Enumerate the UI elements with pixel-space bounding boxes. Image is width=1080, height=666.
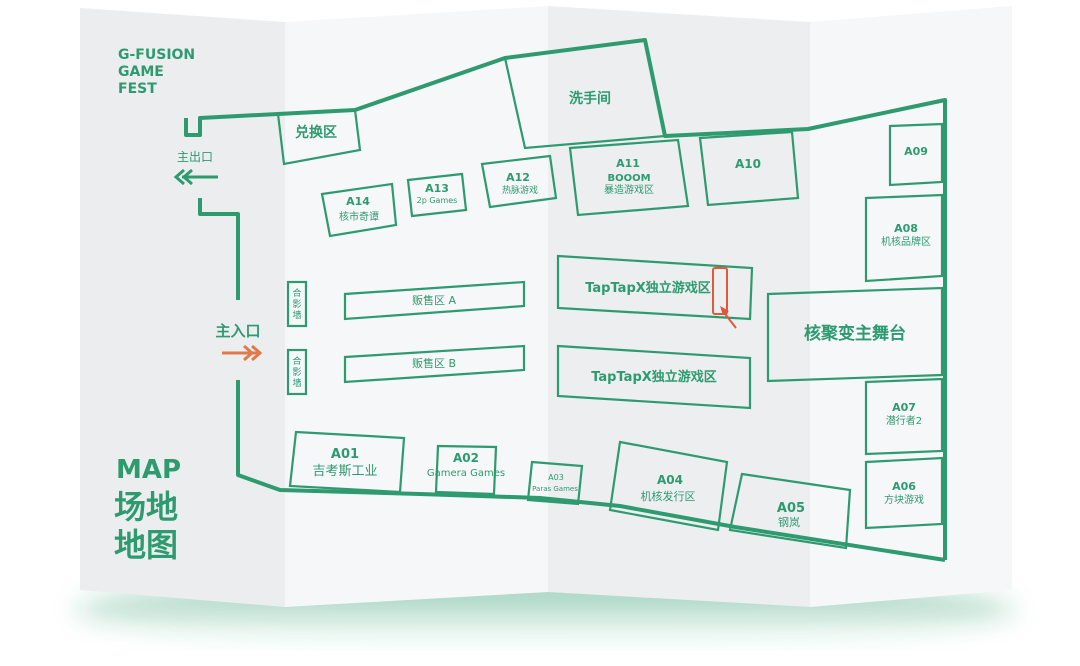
photo-wall-text: 合影墙: [292, 355, 301, 389]
sales-label: 贩售区 B: [412, 356, 456, 370]
wall-bottom: [236, 380, 946, 562]
booth-code: A11: [616, 157, 640, 170]
booth-code: A02: [453, 451, 479, 465]
taptap-zone-1[interactable]: TapTapX独立游戏区: [556, 254, 754, 321]
booth-code: A10: [735, 157, 761, 171]
booth-name: 吉考斯工业: [312, 464, 377, 479]
booth-name: 机核品牌区: [881, 235, 931, 248]
paper-panel-3: [548, 6, 810, 607]
booth-a09[interactable]: A09: [888, 122, 944, 187]
main-stage[interactable]: 核聚变主舞台: [766, 286, 944, 383]
main-entrance[interactable]: 主入口: [215, 322, 263, 362]
booth-name: 热脉游戏: [502, 184, 538, 196]
sales-label: 贩售区 A: [412, 293, 456, 307]
booth-a14[interactable]: A14 核市奇谭: [320, 182, 398, 238]
paper-panel-4: [810, 6, 1012, 607]
booth-name: Gamera Games: [427, 468, 505, 479]
sales-area-b[interactable]: 贩售区 B: [343, 344, 526, 384]
booth-a05[interactable]: A05 钢岚: [728, 472, 852, 550]
map-title-en: MAP: [116, 455, 181, 485]
brand-line-3: FEST: [118, 81, 157, 97]
booth-name: BOOOM: [607, 173, 650, 184]
taptap-label: TapTapX独立游戏区: [591, 369, 717, 385]
booth-code: A05: [777, 501, 805, 516]
photo-wall-text: 合影墙: [292, 287, 301, 321]
booth-name: Paras Games: [532, 485, 578, 493]
map-title-zh-2: 地图: [114, 526, 178, 564]
wall-left-upper: [198, 198, 240, 300]
booth-a01[interactable]: A01 吉考斯工业: [288, 430, 406, 494]
main-exit[interactable]: 主出口: [173, 150, 218, 186]
restroom[interactable]: 洗手间: [503, 38, 667, 150]
booth-a04[interactable]: A04 机核发行区: [608, 440, 729, 532]
booth-code: A01: [331, 447, 359, 462]
map-title-zh-1: 场地: [114, 488, 178, 526]
paper-panel-2: [285, 6, 548, 607]
booth-code: A07: [892, 401, 916, 414]
booth-subname: 暴造游戏区: [604, 183, 654, 196]
booth-name: 钢岚: [778, 516, 800, 529]
booth-code: A12: [506, 171, 530, 184]
booth-a12[interactable]: A12 热脉游戏: [480, 154, 558, 209]
wall-top: [184, 38, 947, 560]
booth-label: 兑换区: [295, 124, 337, 141]
booth-code: A03: [548, 473, 564, 482]
entrance-label: 主入口: [215, 322, 260, 340]
map-title: MAP 场地 地图: [114, 455, 181, 564]
brand-line-2: GAME: [118, 64, 164, 80]
main-stage-label: 核聚变主舞台: [804, 323, 906, 344]
booth-a11[interactable]: A11 BOOOM 暴造游戏区: [568, 138, 690, 217]
booth-a08[interactable]: A08 机核品牌区: [864, 193, 944, 283]
booth-exchange[interactable]: 兑换区: [276, 108, 362, 166]
booth-a06[interactable]: A06 方块游戏: [864, 456, 944, 530]
booth-a13[interactable]: A13 2p Games: [406, 172, 468, 218]
exit-label: 主出口: [177, 150, 213, 164]
booth-name: 方块游戏: [884, 493, 924, 506]
booth-name: 潜行者2: [886, 414, 922, 427]
booth-a07[interactable]: A07 潜行者2: [864, 377, 944, 456]
booth-code: A04: [657, 473, 683, 487]
booth-name: 2p Games: [417, 196, 458, 205]
taptap-label: TapTapX独立游戏区: [585, 280, 711, 296]
booth-a10[interactable]: A10: [698, 130, 800, 207]
booth-code: A13: [425, 182, 449, 195]
brand-logo: G-FUSION GAME FEST: [118, 47, 195, 97]
booth-code: A06: [892, 480, 916, 493]
booth-name: 核市奇谭: [339, 210, 379, 223]
sales-area-a[interactable]: 贩售区 A: [343, 280, 526, 321]
photo-wall-1[interactable]: 合影墙: [286, 280, 308, 328]
booth-code: A14: [346, 195, 370, 208]
taptap-zone-2[interactable]: TapTapX独立游戏区: [556, 344, 752, 410]
booth-a03[interactable]: A03 Paras Games: [526, 460, 584, 506]
booth-code: A09: [904, 145, 928, 158]
restroom-label: 洗手间: [569, 90, 611, 107]
paper-panel-1: [80, 8, 285, 607]
brand-line-1: G-FUSION: [118, 47, 195, 63]
booth-a02[interactable]: A02 Gamera Games: [427, 444, 505, 496]
booth-code: A08: [894, 222, 918, 235]
highlight-marker: [712, 267, 737, 329]
photo-wall-2[interactable]: 合影墙: [286, 348, 308, 396]
booth-name: 机核发行区: [641, 489, 696, 503]
